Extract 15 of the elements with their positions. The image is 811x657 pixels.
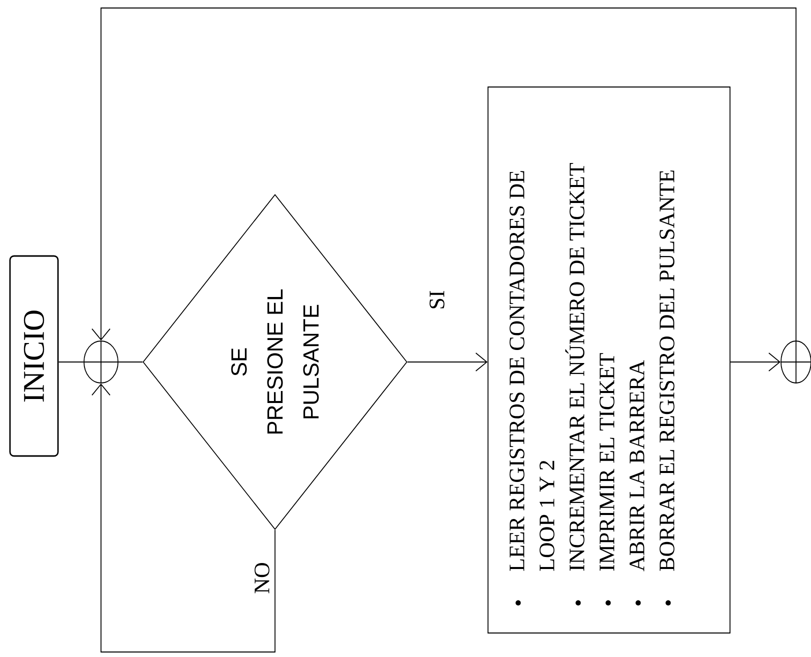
arrow (92, 383, 276, 652)
arrow (730, 352, 781, 372)
junction-circle (780, 340, 811, 384)
edge-label: NO (254, 561, 270, 595)
arrow (407, 352, 488, 372)
list-item: INCREMENTAR EL NÚMERO DE TICKET (565, 163, 584, 606)
start-box: INICIO (9, 255, 59, 457)
list-item: LEER REGISTROS DE CONTADORES DE LOOP 1 Y 2 (510, 171, 554, 606)
arrow (92, 8, 796, 341)
edge-label: SI (428, 289, 446, 311)
process-box (488, 86, 730, 634)
list-item: BORRAR EL REGISTRO DEL PULSANTE (660, 170, 674, 606)
junction-circle (84, 340, 118, 384)
list-item: ABRIR LA BARRERA (630, 360, 644, 606)
list-item: IMPRIMIR EL TICKET (600, 353, 614, 606)
